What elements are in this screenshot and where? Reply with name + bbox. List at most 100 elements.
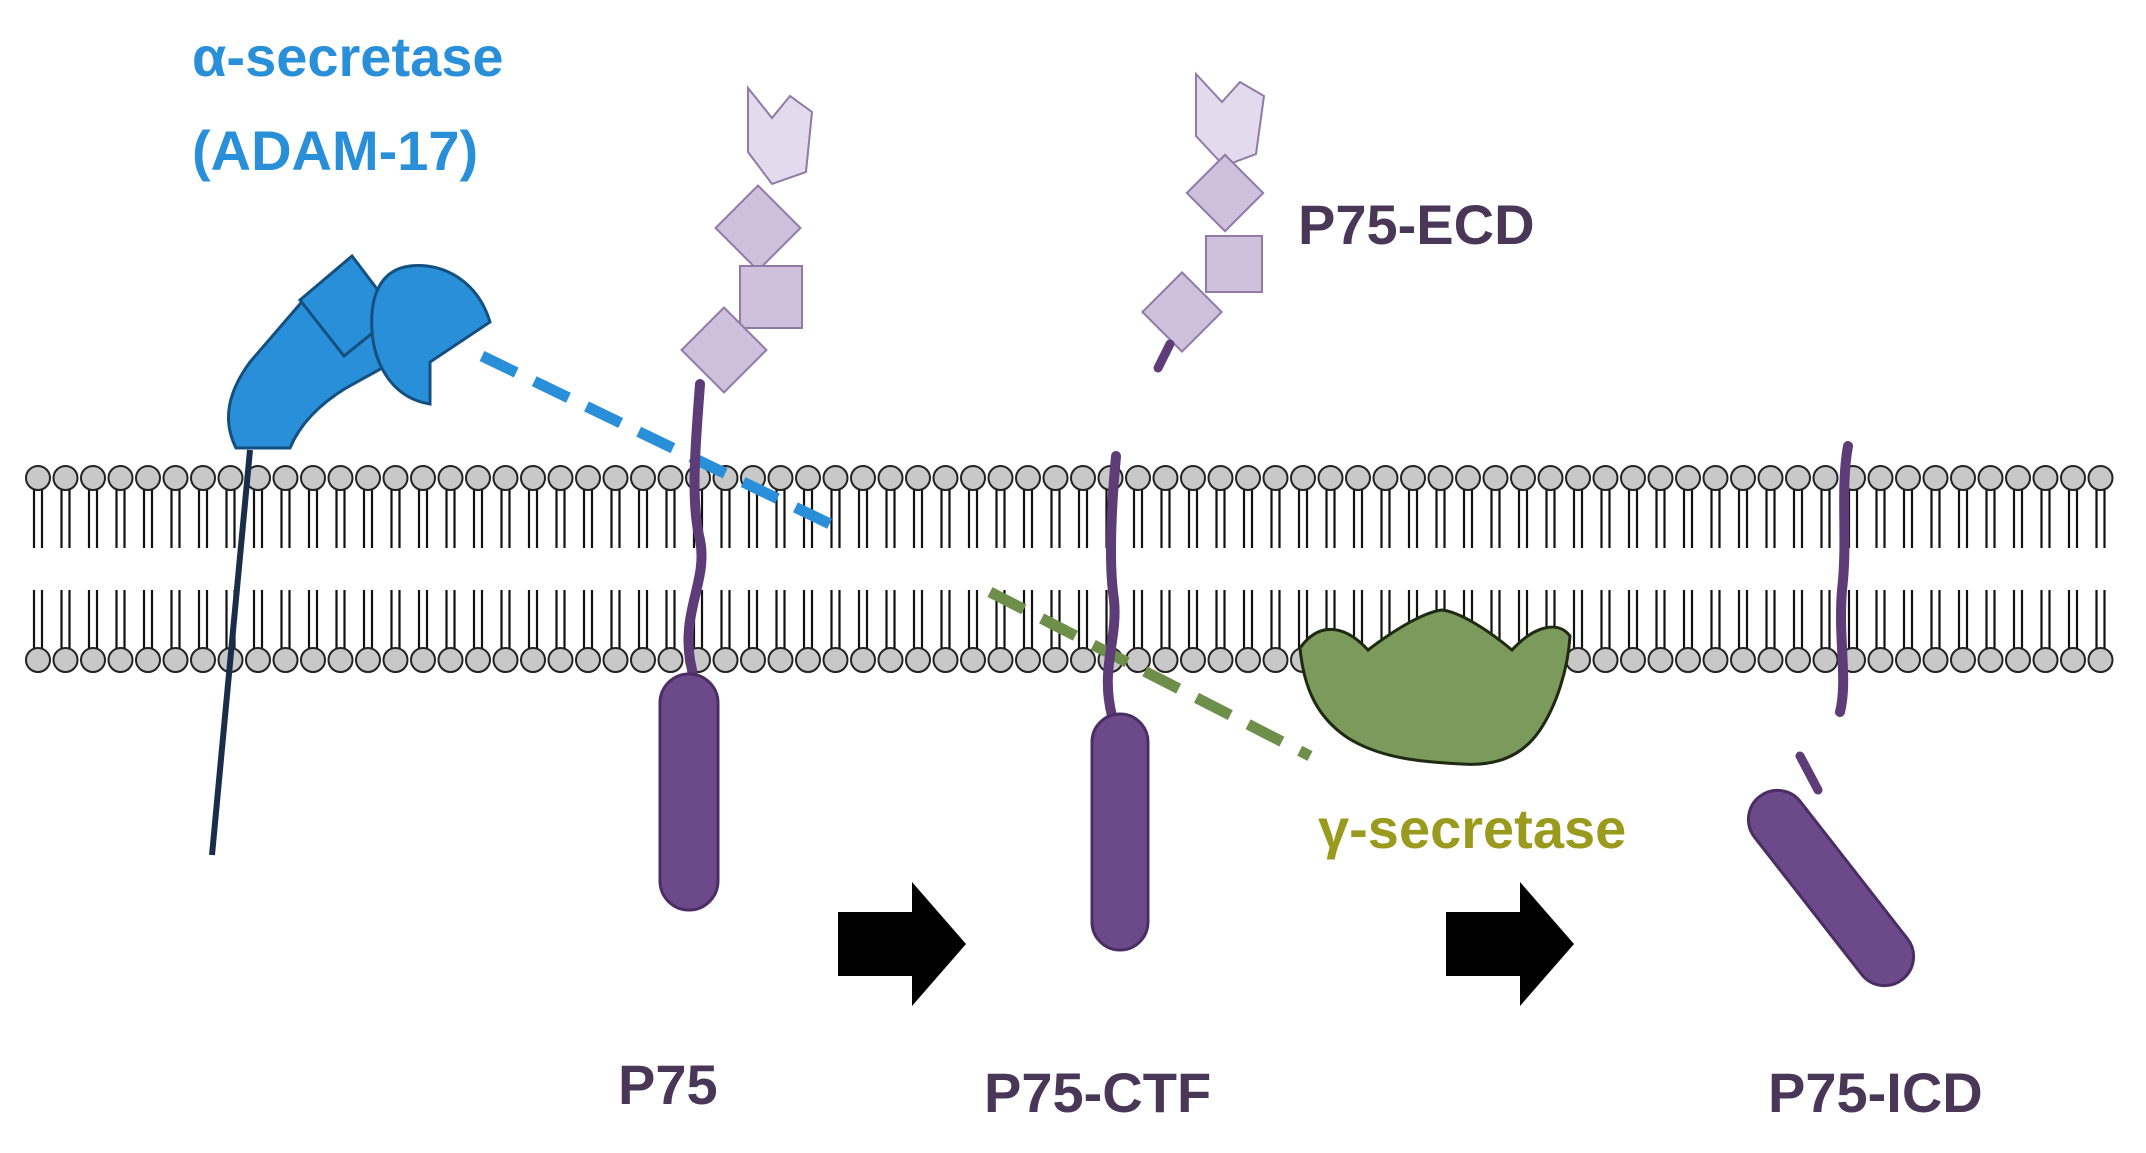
lipid-head bbox=[987, 465, 1014, 491]
lipid-head bbox=[107, 647, 134, 673]
p75-ecd-stub bbox=[1153, 339, 1175, 373]
lipid-head bbox=[190, 465, 216, 491]
lipid-head bbox=[80, 647, 106, 673]
lipid-head bbox=[1647, 465, 1674, 491]
lipid-head bbox=[2032, 465, 2059, 491]
lipid-head bbox=[1207, 647, 1234, 673]
lipid-head bbox=[1922, 647, 1949, 673]
p75-icd-label: P75-ICD bbox=[1768, 1061, 1983, 1124]
lipid-head bbox=[2060, 465, 2086, 491]
lipid-head bbox=[1950, 647, 1976, 673]
p75-receptor bbox=[658, 85, 814, 912]
lipid-head bbox=[1730, 465, 1756, 491]
lipid-head bbox=[987, 647, 1014, 673]
lipid-head bbox=[1537, 465, 1564, 491]
lipid-head bbox=[272, 647, 299, 673]
lipid-head bbox=[1620, 647, 1646, 673]
lipid-head bbox=[1702, 647, 1729, 673]
lipid-head bbox=[575, 465, 601, 491]
lipid-head bbox=[1565, 465, 1591, 491]
p75-icd-domain bbox=[1746, 788, 1916, 988]
gamma-secretase-label: γ-secretase bbox=[1318, 797, 1626, 860]
lipid-head bbox=[1235, 465, 1261, 491]
lipid-bilayer bbox=[25, 465, 2114, 673]
lipid-head bbox=[1482, 465, 1509, 491]
lipid-head bbox=[2087, 647, 2114, 673]
lipid-head bbox=[1427, 465, 1454, 491]
lipid-head bbox=[52, 647, 79, 673]
lipid-head bbox=[1400, 465, 1426, 491]
lipid-head bbox=[1757, 465, 1784, 491]
alpha-secretase-enzyme-icon bbox=[209, 253, 492, 856]
lipid-head bbox=[272, 465, 299, 491]
lipid-head bbox=[1042, 647, 1069, 673]
lipid-head bbox=[1152, 465, 1179, 491]
p75-ctf-intracellular-domain bbox=[1090, 712, 1150, 952]
lipid-head bbox=[437, 647, 464, 673]
lipid-head bbox=[1455, 465, 1481, 491]
lipid-head bbox=[1867, 465, 1894, 491]
lipid-head bbox=[1207, 465, 1234, 491]
p75-ctf-fragment bbox=[1090, 451, 1150, 952]
lipid-head bbox=[877, 465, 904, 491]
p75-ctf-stalk bbox=[1102, 451, 1121, 721]
lipid-head bbox=[1950, 465, 1976, 491]
p75-ecd-fragment bbox=[1140, 71, 1266, 373]
lipid-head bbox=[327, 465, 354, 491]
alpha-secretase-alt-label: (ADAM-17) bbox=[192, 119, 478, 182]
lipid-head bbox=[1702, 465, 1729, 491]
lipid-head bbox=[1235, 647, 1261, 673]
lipid-head bbox=[630, 465, 656, 491]
lipid-head bbox=[850, 647, 876, 673]
lipid-head bbox=[410, 647, 436, 673]
lipid-head bbox=[300, 647, 326, 673]
lipid-head bbox=[2087, 465, 2114, 491]
lipid-head bbox=[327, 647, 354, 673]
lipid-head bbox=[547, 647, 574, 673]
p75-ecd-fragment-domain-3 bbox=[1140, 270, 1224, 354]
lipid-head bbox=[657, 647, 684, 673]
lipid-head bbox=[1262, 647, 1289, 673]
lipid-head bbox=[932, 647, 959, 673]
p75-transmembrane-stalk bbox=[683, 379, 707, 695]
lipid-head bbox=[190, 647, 216, 673]
lipid-head bbox=[1785, 465, 1811, 491]
lipid-head bbox=[1015, 647, 1041, 673]
lipid-head bbox=[575, 647, 601, 673]
lipid-head bbox=[822, 647, 849, 673]
lipid-heads-bottom bbox=[25, 647, 2114, 673]
lipid-head bbox=[1730, 647, 1756, 673]
lipid-head bbox=[1977, 647, 2004, 673]
lipid-head bbox=[355, 647, 381, 673]
lipid-tails-bottom bbox=[32, 590, 2106, 648]
lipid-head bbox=[767, 647, 794, 673]
lipid-head bbox=[245, 647, 271, 673]
lipid-head bbox=[1675, 465, 1701, 491]
lipid-head bbox=[602, 647, 629, 673]
lipid-head bbox=[1895, 647, 1921, 673]
lipid-head bbox=[1757, 647, 1784, 673]
alpha-cleavage-dash bbox=[479, 351, 833, 529]
lipid-head bbox=[932, 465, 959, 491]
lipid-head bbox=[80, 465, 106, 491]
p75-icd-linker bbox=[1795, 751, 1823, 795]
lipid-head bbox=[217, 465, 244, 491]
lipid-head bbox=[905, 647, 931, 673]
p75-icd-fragment bbox=[1746, 441, 1916, 988]
process-arrow-icon bbox=[838, 882, 966, 1006]
alpha-secretase-tether bbox=[209, 449, 253, 856]
lipid-head bbox=[712, 647, 739, 673]
lipid-head bbox=[1592, 647, 1619, 673]
lipid-head bbox=[2060, 647, 2086, 673]
p75-icd-transmembrane-remnant bbox=[1835, 441, 1853, 717]
lipid-head bbox=[1812, 465, 1839, 491]
lipid-head bbox=[1015, 465, 1041, 491]
process-arrow-icon bbox=[1446, 882, 1574, 1006]
lipid-head bbox=[1510, 465, 1536, 491]
lipid-head bbox=[382, 647, 409, 673]
p75-ecd-ligand-cap bbox=[1195, 71, 1266, 168]
lipid-head bbox=[520, 465, 546, 491]
p75-ecd-fragment-domain-2 bbox=[1205, 235, 1263, 293]
lipid-head bbox=[465, 647, 491, 673]
